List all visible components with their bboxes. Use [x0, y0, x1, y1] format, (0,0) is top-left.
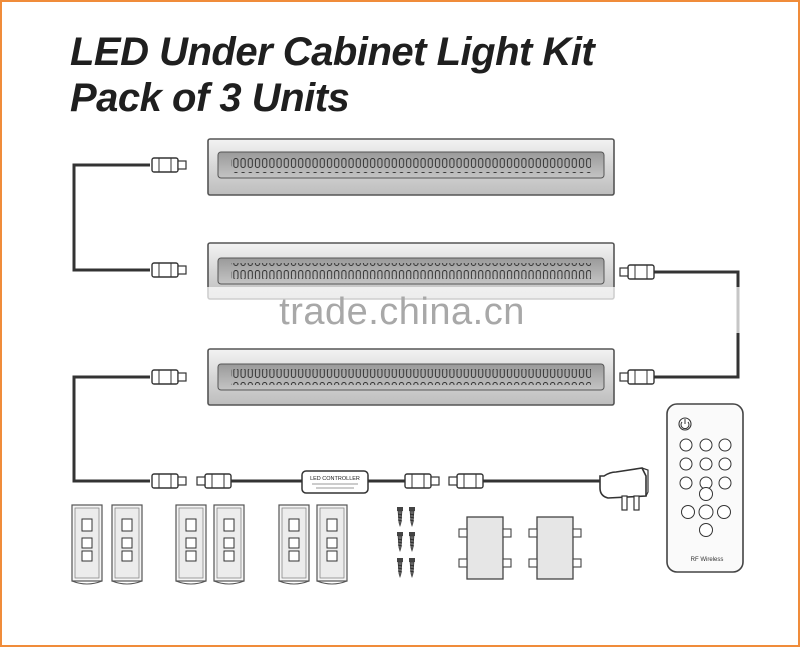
connector-plug-icon: [619, 369, 655, 385]
screw-icon: [396, 506, 404, 527]
mounting-clip-icon: [175, 504, 207, 585]
mounting-clip-icon: [213, 504, 245, 585]
screw-icon: [396, 557, 404, 578]
watermark-band: [2, 287, 798, 333]
screw-icon: [408, 506, 416, 527]
mounting-clip-icon: [316, 504, 348, 585]
connector-plug-icon: [196, 473, 232, 489]
controller-box-icon: LED CONTROLLER: [301, 470, 369, 494]
connector-plug-icon: [151, 262, 187, 278]
screw-icon: [396, 531, 404, 552]
connector-plug-icon: [404, 473, 440, 489]
screw-icon: [408, 557, 416, 578]
remote-buttons-row-3: [679, 476, 732, 490]
mounting-clip-icon: [71, 504, 103, 585]
title-line-2: Pack of 3 Units: [70, 76, 350, 120]
watermark-text: trade.china.cn: [279, 291, 525, 333]
wires: [72, 163, 740, 483]
title-line-1: LED Under Cabinet Light Kit: [70, 30, 595, 74]
remote-dpad: [681, 487, 731, 537]
remote-buttons-row-1: [679, 438, 732, 452]
connector-plug-icon: [619, 264, 655, 280]
power-icon: [678, 417, 692, 431]
mounting-clip-icon: [278, 504, 310, 585]
controller-label: LED CONTROLLER: [310, 476, 360, 482]
remote-buttons-row-2: [679, 457, 732, 471]
connector-plug-icon: [151, 157, 187, 173]
connector-plug-icon: [151, 369, 187, 385]
connector-plug-icon: [448, 473, 484, 489]
light-bar-1: [207, 138, 615, 196]
mounting-clip-icon: [111, 504, 143, 585]
remote-footer-label: RF Wireless: [691, 557, 724, 563]
connector-plug-icon: [151, 473, 187, 489]
light-bar-3: [207, 348, 615, 406]
splitter-icon: [458, 516, 512, 580]
power-adapter-icon: [599, 467, 649, 511]
light-bar-2: [207, 242, 615, 300]
remote-control-icon: RF Wireless: [666, 403, 744, 573]
splitter-icon: [528, 516, 582, 580]
screw-icon: [408, 531, 416, 552]
